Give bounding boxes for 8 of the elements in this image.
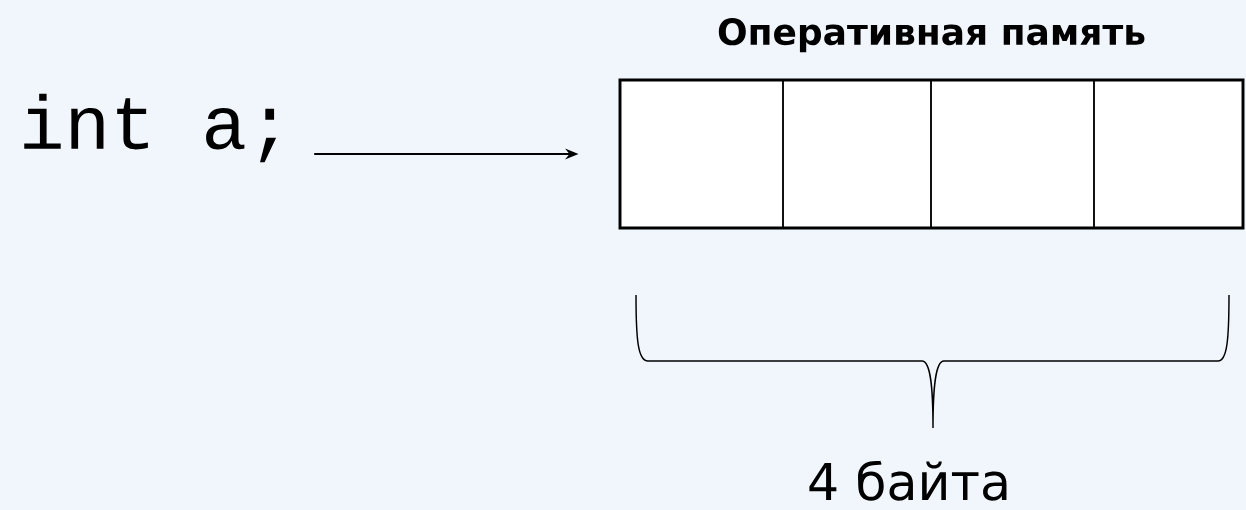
code-text: int a; [24, 93, 277, 163]
memory-cell [782, 79, 932, 229]
memory-cell [930, 79, 1095, 229]
memory-strip: Оперативная память [618, 18, 1245, 230]
node-label: Оперативная память [718, 18, 1145, 53]
memory-cell [1093, 79, 1244, 229]
size-label: 4 байта [809, 460, 1007, 501]
memory-cell [619, 79, 784, 229]
